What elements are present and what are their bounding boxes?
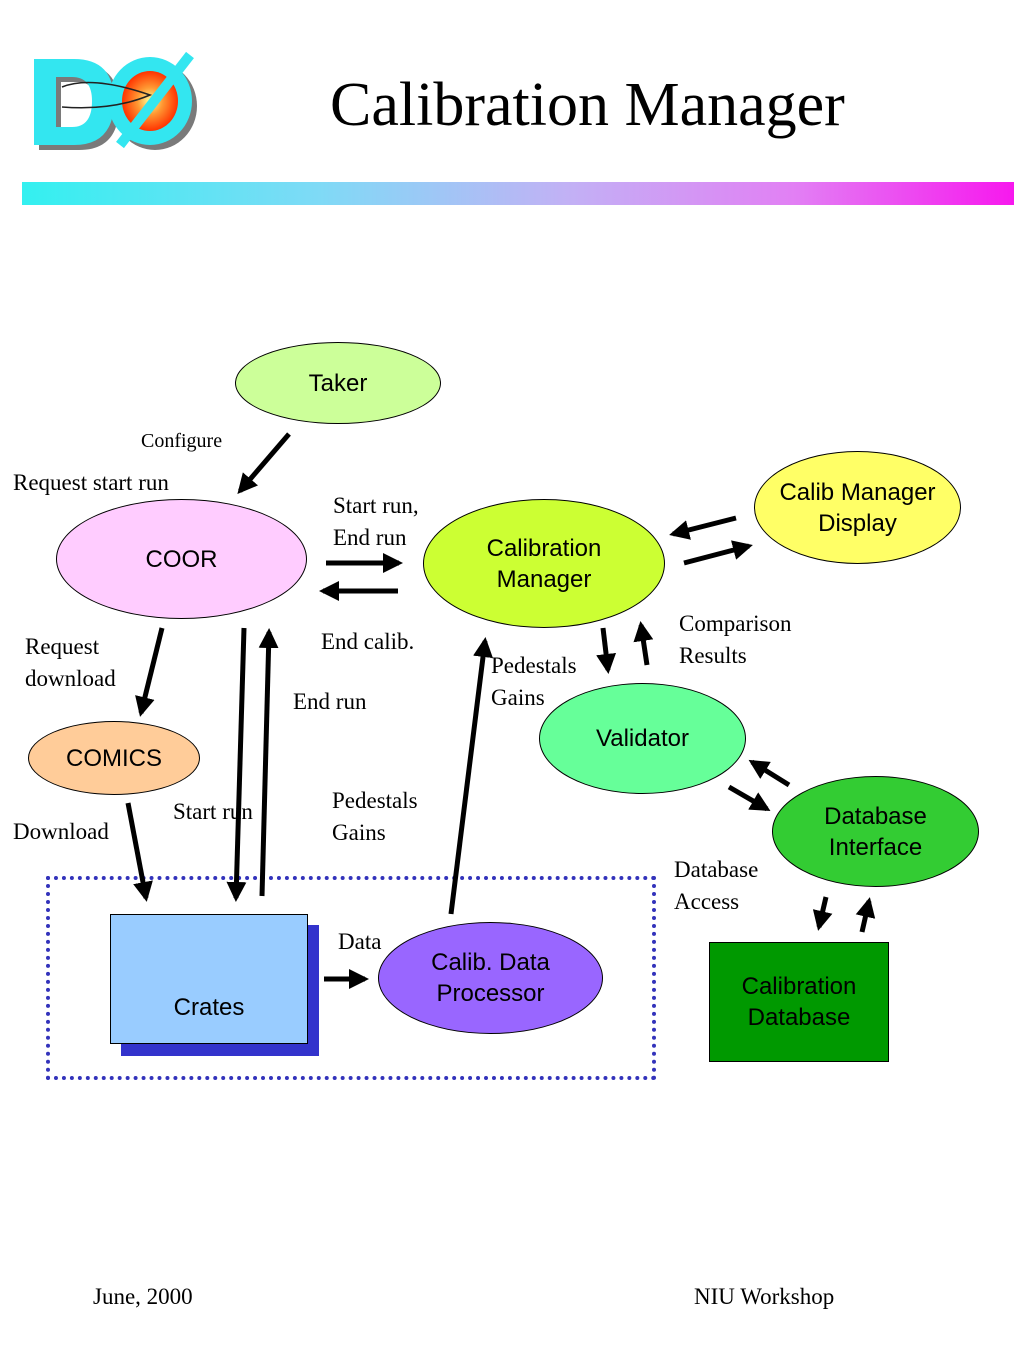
arrow-coor-to-crates [226, 627, 247, 902]
page-title: Calibration Manager [330, 71, 845, 139]
label-pedestals-gains-mid: Pedestals Gains [332, 788, 418, 845]
arrow-comics-to-crates [125, 802, 153, 902]
arrow-taker-to-coor [237, 432, 291, 495]
arrow-calibration-manager-to-display [683, 540, 753, 566]
node-taker: Taker [235, 342, 441, 424]
arrow-display-to-calibration-manager [669, 515, 737, 540]
arrow-processor-to-calibration-manager [448, 637, 493, 915]
node-calib-data-processor: Calib. Data Processor [378, 922, 603, 1034]
node-calibration-database: Calibration Database [709, 942, 889, 1062]
node-crates: Crates [110, 914, 308, 1044]
node-validator: Validator [539, 683, 746, 794]
crates-processor-frame [46, 876, 656, 1080]
node-comics: COMICS [28, 721, 200, 795]
node-coor: COOR [56, 499, 307, 619]
node-calibration-manager: Calibration Manager [423, 499, 665, 628]
node-calib-manager-display: Calib Manager Display [754, 451, 961, 564]
label-request-download: Request download [25, 634, 116, 691]
label-start-run-end-run: Start run, End run [333, 493, 419, 550]
arrow-coor-to-comics [135, 627, 165, 717]
arrow-validator-to-db-interface [727, 784, 771, 812]
label-pedestals-gains-top: Pedestals Gains [491, 653, 577, 710]
footer-date: June, 2000 [93, 1284, 193, 1309]
arrow-db-interface-to-database [812, 896, 833, 931]
label-data: Data [338, 929, 382, 954]
label-start-run: Start run [173, 799, 253, 824]
arrow-validator-to-calibration-manager [633, 621, 654, 666]
arrow-db-interface-to-validator [748, 759, 791, 788]
gradient-divider [22, 182, 1014, 205]
d0-logo-icon [34, 51, 197, 150]
label-end-calib: End calib. [321, 629, 415, 654]
label-database-access: Database Access [674, 857, 759, 914]
label-end-run: End run [293, 689, 367, 714]
footer-event: NIU Workshop [694, 1284, 835, 1309]
arrow-crates-to-coor [258, 628, 279, 897]
label-download: Download [13, 819, 109, 844]
label-configure: Configure [141, 430, 223, 452]
node-database-interface: Database Interface [772, 776, 979, 887]
arrow-calibration-manager-to-validator [596, 627, 617, 674]
arrow-database-to-db-interface [855, 897, 876, 933]
label-request-start-run: Request start run [13, 470, 169, 495]
label-comparison-results: Comparison Results [679, 611, 792, 668]
